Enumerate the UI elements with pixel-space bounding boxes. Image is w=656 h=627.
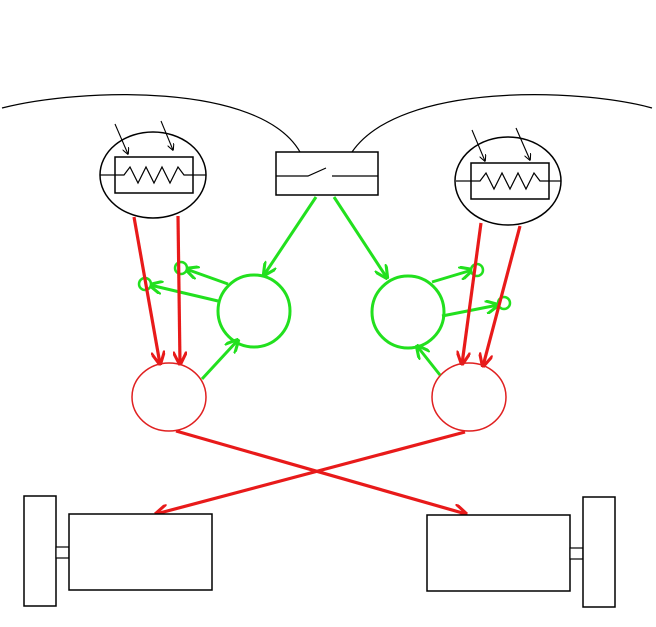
red-link-left-neuron-to-right-motor	[175, 429, 466, 514]
wheel-right	[582, 496, 616, 608]
body-outline-left-arc	[1, 94, 301, 153]
red-neuron-right	[431, 362, 507, 432]
red-sensor-lines	[132, 215, 522, 366]
drive-left	[23, 495, 213, 607]
green-link-switch-to-left-neuron	[264, 196, 318, 275]
light-ray-icon	[114, 123, 128, 154]
body-outline	[1, 94, 653, 153]
light-ray-icon	[471, 129, 485, 161]
motor-right	[426, 514, 571, 592]
light-ray-icon	[515, 127, 530, 160]
red-link-right-neuron-to-left-motor	[156, 430, 466, 514]
green-link-right-to-terminal-a	[431, 270, 472, 284]
sensor-left-body	[114, 156, 194, 194]
green-link-left-to-terminal-b	[186, 269, 229, 286]
green-link-left-red-to-green	[200, 340, 238, 381]
drive-right	[426, 496, 616, 608]
red-neurons	[131, 362, 507, 432]
red-link-left-sensor-a	[132, 216, 160, 364]
switch-box	[275, 151, 379, 196]
red-link-right-sensor-b	[483, 225, 522, 366]
switch-icon	[276, 167, 378, 177]
motor-left	[68, 513, 213, 591]
wheel-left	[23, 495, 57, 607]
green-neuron-right	[370, 274, 446, 350]
red-link-right-sensor-a	[462, 222, 483, 364]
light-ray-icon	[160, 120, 173, 150]
sensor-left	[99, 120, 207, 219]
photoresistor-icon	[471, 171, 549, 191]
green-link-switch-to-right-neuron	[332, 196, 387, 278]
green-neurons	[216, 273, 446, 350]
red-link-left-sensor-b	[178, 215, 180, 364]
red-neuron-left	[131, 362, 207, 432]
axle-left	[55, 546, 70, 559]
green-link-right-red-to-green	[417, 346, 442, 376]
red-crossed-drive	[156, 429, 466, 514]
switch	[275, 151, 379, 196]
green-neuron-left	[216, 273, 292, 349]
green-signal-lines	[264, 196, 387, 278]
photoresistor-icon	[115, 165, 193, 185]
green-feedback-lines	[200, 340, 442, 381]
green-link-left-to-terminal-a	[150, 285, 219, 303]
inhibitory-terminal-icon	[173, 260, 189, 276]
axle-right	[569, 547, 584, 560]
body-outline-right-arc	[351, 94, 653, 153]
sensor-right	[454, 127, 562, 226]
green-inhibitory-outputs	[137, 260, 512, 318]
sensor-right-body	[470, 162, 550, 200]
